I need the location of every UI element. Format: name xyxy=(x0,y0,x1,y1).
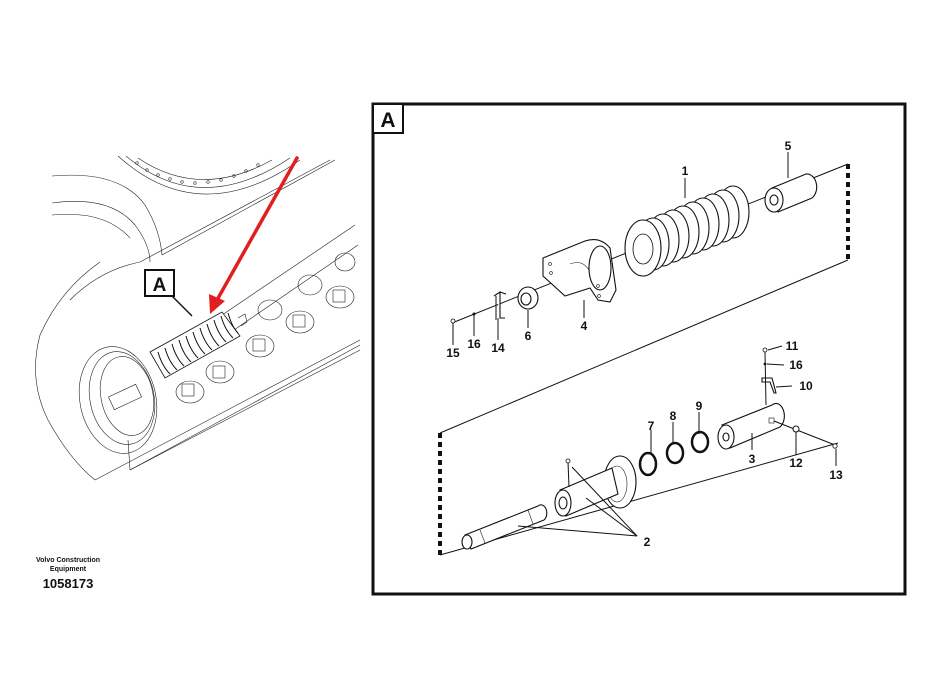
part-label-11: 11 xyxy=(786,339,799,353)
part-label-4: 4 xyxy=(581,319,588,333)
part-8-ring xyxy=(665,441,685,465)
part-labels: 1 5 4 6 14 16 15 7 8 9 3 12 13 11 16 10 … xyxy=(446,139,843,549)
part-10-clip xyxy=(761,377,777,394)
drawing-caption: Volvo Construction Equipment 1058173 xyxy=(20,556,116,593)
part-16-washer-upper xyxy=(763,362,767,366)
part-1-spring xyxy=(624,185,750,277)
part-label-8: 8 xyxy=(670,409,677,423)
part-label-6: 6 xyxy=(525,329,532,343)
part-16-washer xyxy=(472,312,476,316)
overview-spring xyxy=(149,311,248,379)
idler-wheel xyxy=(78,346,158,454)
detail-frame xyxy=(371,102,907,596)
part-label-2: 2 xyxy=(644,535,651,549)
part-label-1: 1 xyxy=(682,164,689,178)
part-label-16-upper: 16 xyxy=(789,358,803,372)
part-7-ring xyxy=(638,451,658,477)
part-2-rod-assembly xyxy=(461,455,637,550)
overview-callout-label: A xyxy=(153,275,167,296)
leader-lines xyxy=(452,152,837,537)
machine-body xyxy=(35,159,361,481)
part-label-9: 9 xyxy=(696,399,703,413)
part-label-16: 16 xyxy=(467,337,481,351)
part-5-sleeve xyxy=(764,173,818,213)
part-label-7: 7 xyxy=(648,419,655,433)
part-label-5: 5 xyxy=(785,139,792,153)
detail-view-label-box xyxy=(372,103,404,134)
part-9-ring xyxy=(690,430,710,454)
brand-line-1: Volvo Construction xyxy=(35,557,101,564)
part-label-15: 15 xyxy=(446,346,460,360)
part-12-fitting xyxy=(792,425,800,433)
detail-view: A xyxy=(371,102,907,596)
track-rollers xyxy=(175,252,356,404)
break-lines xyxy=(438,164,850,555)
overview-callout: A xyxy=(144,269,193,317)
part-6-nut xyxy=(517,286,539,310)
brand-line-2: Equipment xyxy=(49,566,87,573)
part-11-screw xyxy=(762,347,768,353)
locator-arrow xyxy=(209,156,299,314)
part-3-cylinder xyxy=(717,402,785,450)
part-15-screw xyxy=(450,318,456,324)
part-13-cap xyxy=(832,443,838,449)
overview-drawing: A xyxy=(35,155,361,481)
part-label-10: 10 xyxy=(799,379,813,393)
part-14-plate xyxy=(493,290,507,320)
part-label-12: 12 xyxy=(789,456,803,470)
detail-view-label: A xyxy=(380,109,395,132)
part-label-14: 14 xyxy=(491,341,505,355)
drawing-number: 1058173 xyxy=(42,576,94,591)
turntable-ring xyxy=(117,155,301,195)
part-4-bracket xyxy=(542,239,617,303)
part-label-3: 3 xyxy=(749,452,756,466)
part-label-13: 13 xyxy=(829,468,843,482)
